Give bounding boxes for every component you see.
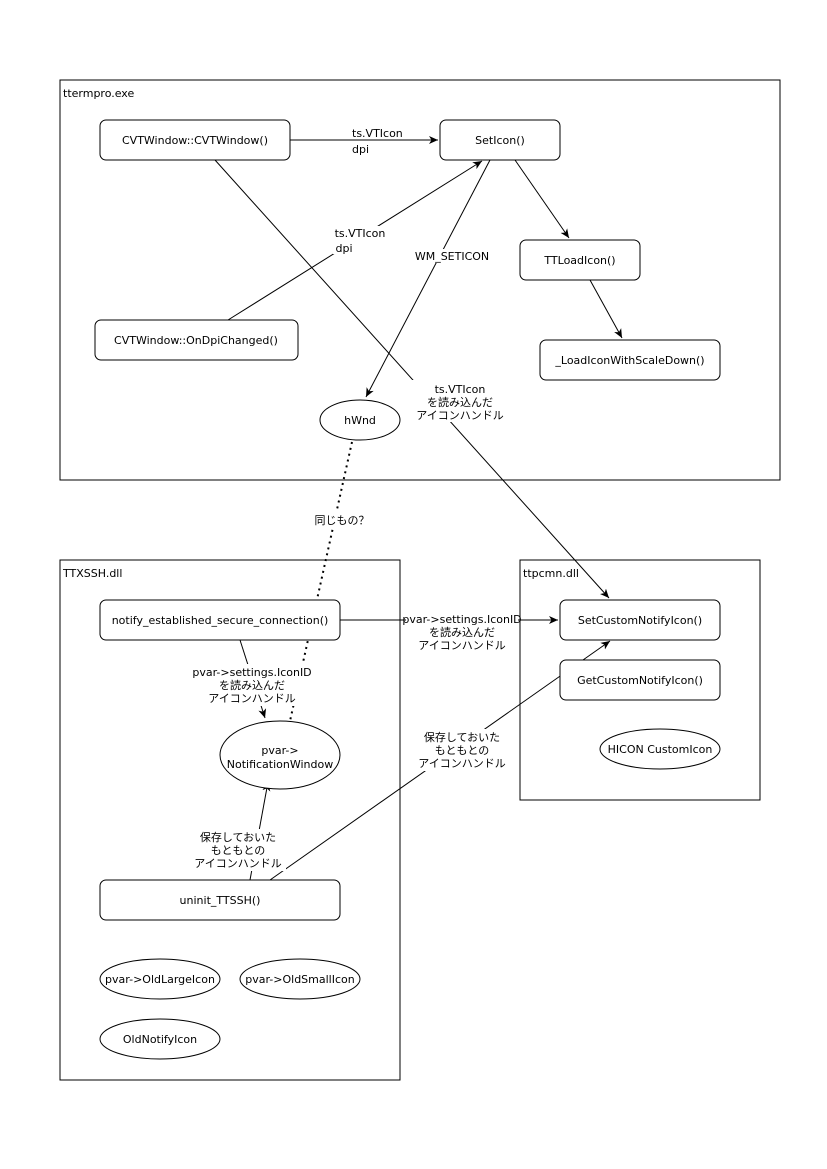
- svg-text:アイコンハンドル: アイコンハンドル: [418, 639, 505, 652]
- container-ttxssh: TTXSSH.dll: [59, 559, 401, 1081]
- svg-text:ts.VTIcon: ts.VTIcon: [352, 127, 403, 140]
- svg-text:アイコンハンドル: アイコンハンドル: [416, 409, 503, 422]
- label-ctor-to-seticon: ts.VTIcon dpi: [352, 127, 403, 156]
- edge-seticon-to-hwnd: [365, 159, 491, 398]
- svg-text:hWnd: hWnd: [344, 414, 376, 427]
- node-oldnotifyicon[interactable]: OldNotifyIcon: [99, 1018, 221, 1060]
- node-cvtwindow-ctor[interactable]: CVTWindow::CVTWindow(): [99, 119, 291, 161]
- svg-text:CVTWindow::CVTWindow(): CVTWindow::CVTWindow(): [122, 134, 268, 147]
- svg-text:GetCustomNotifyIcon(): GetCustomNotifyIcon(): [577, 674, 703, 687]
- svg-text:uninit_TTSSH(): uninit_TTSSH(): [180, 894, 261, 907]
- label-ondpi-to-seticon: ts.VTIcon dpi: [333, 226, 389, 255]
- edge-ttloadicon-to-scaledown: [589, 279, 623, 339]
- svg-text:ts.VTIcon: ts.VTIcon: [435, 383, 486, 396]
- node-ttloadicon[interactable]: TTLoadIcon(): [519, 239, 641, 281]
- svg-text:WM_SETICON: WM_SETICON: [415, 250, 489, 263]
- container-ttermpro-label: ttermpro.exe: [63, 87, 134, 100]
- svg-text:保存しておいた: 保存しておいた: [200, 830, 276, 844]
- svg-text:SetCustomNotifyIcon(): SetCustomNotifyIcon(): [578, 614, 702, 627]
- node-cvtwindow-ondpi[interactable]: CVTWindow::OnDpiChanged(): [94, 319, 299, 361]
- node-setcustomnotifyicon[interactable]: SetCustomNotifyIcon(): [559, 599, 721, 641]
- svg-text:アイコンハンドル: アイコンハンドル: [418, 757, 505, 770]
- edge-seticon-to-ttloadicon: [514, 159, 570, 239]
- svg-text:CVTWindow::OnDpiChanged(): CVTWindow::OnDpiChanged(): [114, 334, 278, 347]
- node-oldlargeicon[interactable]: pvar->OldLargeIcon: [99, 958, 221, 1000]
- edge-hwnd-notifwin-dotted: [287, 441, 353, 731]
- svg-text:notify_established_secure_conn: notify_established_secure_connection(): [112, 614, 329, 627]
- node-hicon-customicon[interactable]: HICON CustomIcon: [599, 728, 721, 770]
- svg-text:ts.VTIcon: ts.VTIcon: [335, 227, 386, 240]
- svg-text:NotificationWindow: NotificationWindow: [227, 758, 334, 771]
- svg-text:pvar->OldSmallIcon: pvar->OldSmallIcon: [245, 973, 355, 986]
- svg-text:もともとの: もともとの: [435, 744, 489, 757]
- svg-text:もともとの: もともとの: [211, 844, 265, 857]
- svg-text:同じもの？: 同じもの？: [315, 514, 370, 527]
- container-ttermpro: ttermpro.exe: [59, 79, 781, 481]
- svg-text:TTLoadIcon(): TTLoadIcon(): [543, 254, 615, 267]
- svg-text:pvar->: pvar->: [261, 744, 298, 757]
- svg-text:保存しておいた: 保存しておいた: [424, 730, 500, 744]
- svg-text:_LoadIconWithScaleDown(): _LoadIconWithScaleDown(): [554, 354, 704, 367]
- node-notify-established[interactable]: notify_established_secure_connection(): [99, 599, 341, 641]
- svg-text:アイコンハンドル: アイコンハンドル: [194, 857, 281, 870]
- edge-ctor-to-setcustom: [214, 159, 610, 599]
- svg-text:OldNotifyIcon: OldNotifyIcon: [123, 1033, 197, 1046]
- svg-text:を読み込んだ: を読み込んだ: [429, 625, 495, 639]
- node-notificationwindow[interactable]: pvar-> NotificationWindow: [219, 720, 341, 790]
- label-saved-to-notifwin: 保存しておいた もともとの アイコンハンドル: [190, 829, 286, 871]
- label-same-thing: 同じもの？: [308, 512, 376, 528]
- label-iconid-to-notifwin: pvar->settings.IconID を読み込んだ アイコンハンドル: [192, 664, 312, 706]
- node-seticon[interactable]: SetIcon(): [439, 119, 561, 161]
- svg-text:dpi: dpi: [335, 242, 352, 255]
- node-hwnd[interactable]: hWnd: [319, 399, 401, 441]
- svg-text:pvar->settings.IconID: pvar->settings.IconID: [402, 613, 521, 626]
- node-loadiconwithscaledown[interactable]: _LoadIconWithScaleDown(): [539, 339, 721, 381]
- container-ttxssh-label: TTXSSH.dll: [62, 567, 122, 580]
- node-uninit-ttssh[interactable]: uninit_TTSSH(): [99, 879, 341, 921]
- svg-text:dpi: dpi: [352, 143, 369, 156]
- svg-text:pvar->settings.IconID: pvar->settings.IconID: [192, 666, 311, 679]
- node-oldsmallicon[interactable]: pvar->OldSmallIcon: [239, 958, 361, 1000]
- container-ttpcmn: ttpcmn.dll: [519, 559, 761, 801]
- container-ttpcmn-label: ttpcmn.dll: [523, 567, 579, 580]
- svg-text:pvar->OldLargeIcon: pvar->OldLargeIcon: [105, 973, 215, 986]
- svg-text:HICON CustomIcon: HICON CustomIcon: [608, 743, 713, 756]
- node-getcustomnotifyicon[interactable]: GetCustomNotifyIcon(): [559, 659, 721, 701]
- label-wm-seticon: WM_SETICON: [412, 249, 492, 263]
- svg-text:SetIcon(): SetIcon(): [475, 134, 525, 147]
- svg-text:を読み込んだ: を読み込んだ: [427, 395, 493, 409]
- svg-text:アイコンハンドル: アイコンハンドル: [208, 692, 295, 705]
- svg-text:を読み込んだ: を読み込んだ: [219, 678, 285, 692]
- label-saved-to-setcustom: 保存しておいた もともとの アイコンハンドル: [414, 729, 510, 771]
- label-iconid-to-setcustom: pvar->settings.IconID を読み込んだ アイコンハンドル: [402, 611, 522, 653]
- label-vticon-handle: ts.VTIcon を読み込んだ アイコンハンドル: [412, 380, 508, 422]
